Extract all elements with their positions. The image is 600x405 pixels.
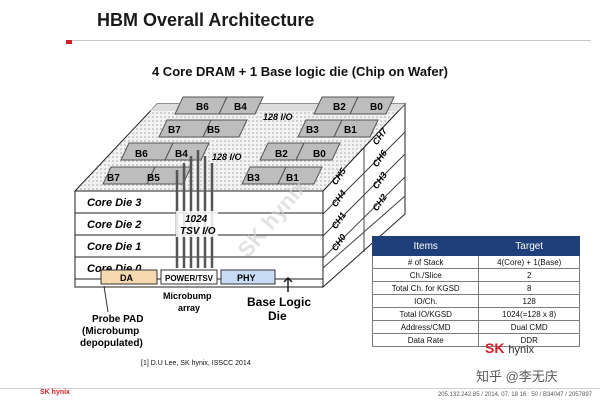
base-logic-label-2: Die (268, 309, 287, 323)
probe-pad-label-2: (Microbump (82, 326, 139, 337)
table-cell: DDR (478, 333, 580, 347)
zhihu-watermark: 知乎 @李无庆 (476, 369, 558, 384)
bank-label: B5 (147, 173, 160, 184)
table-cell: 2 (478, 268, 580, 282)
table-cell: # of Stack (371, 255, 480, 269)
power-tsv-label: POWER/TSV (165, 274, 214, 283)
table-cell: 4(Core) + 1(Base) (478, 255, 580, 269)
footer-id: 205.132.242.85 / 2014. 07. 18 16 : 50 / … (437, 392, 592, 398)
table-cell: Ch./Slice (371, 268, 480, 282)
bank-label: B0 (313, 149, 326, 160)
bank-label: B1 (344, 125, 357, 136)
io-label-upper: 128 I/O (263, 112, 293, 122)
phy-label: PHY (237, 273, 256, 283)
bank-label: B7 (107, 173, 120, 184)
table-cell: 128 (478, 294, 580, 308)
tsv-io-label: TSV I/O (180, 226, 216, 237)
table-header-row: Items Target (371, 236, 580, 256)
table-cell: 8 (478, 281, 580, 295)
core-die-1-label: Core Die 1 (87, 241, 141, 253)
table-cell: Dual CMD (478, 320, 580, 334)
bank-label: B6 (135, 149, 148, 160)
power-tsv-block (160, 269, 218, 285)
table-cell: Data Rate (371, 333, 480, 347)
microbump-label-1: Microbump (163, 291, 212, 301)
reference-note: [1] D.U Lee, SK hynix, ISSCC 2014 (141, 360, 251, 367)
upper-bank-array (158, 96, 395, 138)
table-cell: 1024(=128 x 8) (478, 307, 580, 321)
table-row: IO/Ch.128 (371, 294, 580, 308)
page-title: HBM Overall Architecture (97, 10, 315, 30)
sk-hynix-logo: SK hynix (485, 340, 535, 356)
table-cell: Address/CMD (371, 320, 480, 334)
bank-label: B2 (275, 149, 288, 160)
table-cell: Total Ch. for KGSD (371, 281, 480, 295)
bank-label: B1 (286, 173, 299, 184)
bank-label: B4 (234, 102, 247, 113)
table-header-items: Items (371, 236, 480, 256)
footer-divider (0, 388, 600, 389)
probe-pad-label-3: depopulated) (80, 338, 143, 349)
io-label-middle: 128 I/O (212, 152, 242, 162)
probe-pad-leader (103, 285, 109, 313)
phy-block (220, 269, 276, 285)
title-accent (66, 40, 72, 44)
core-die-2-label: Core Die 2 (87, 219, 141, 231)
bank-label: B5 (207, 125, 220, 136)
microbump-label-2: array (178, 303, 200, 313)
table-header-target: Target (478, 236, 580, 256)
diagram-subtitle: 4 Core DRAM + 1 Base logic die (Chip on … (151, 64, 449, 79)
bank-label: B7 (168, 125, 181, 136)
da-block (100, 269, 158, 285)
da-label: DA (120, 273, 133, 283)
probe-pad-label-1: Probe PAD (92, 314, 144, 325)
table-cell: Total IO/KGSD (371, 307, 480, 321)
bank-label: B2 (333, 102, 346, 113)
tsv-count-label: 1024 (185, 214, 208, 225)
bank-label: B6 (196, 102, 209, 113)
title-divider (66, 40, 591, 41)
base-logic-arrow (283, 277, 293, 292)
middle-bank-array (102, 142, 341, 185)
footer-logo: SK hynix (40, 389, 70, 396)
core-die-3-label: Core Die 3 (87, 197, 141, 209)
bank-label: B4 (175, 149, 188, 160)
bank-label: B3 (306, 125, 319, 136)
table-cell: IO/Ch. (371, 294, 480, 308)
base-logic-label-1: Base Logic (247, 295, 311, 309)
bank-label: B0 (370, 102, 383, 113)
bank-label: B3 (247, 173, 260, 184)
